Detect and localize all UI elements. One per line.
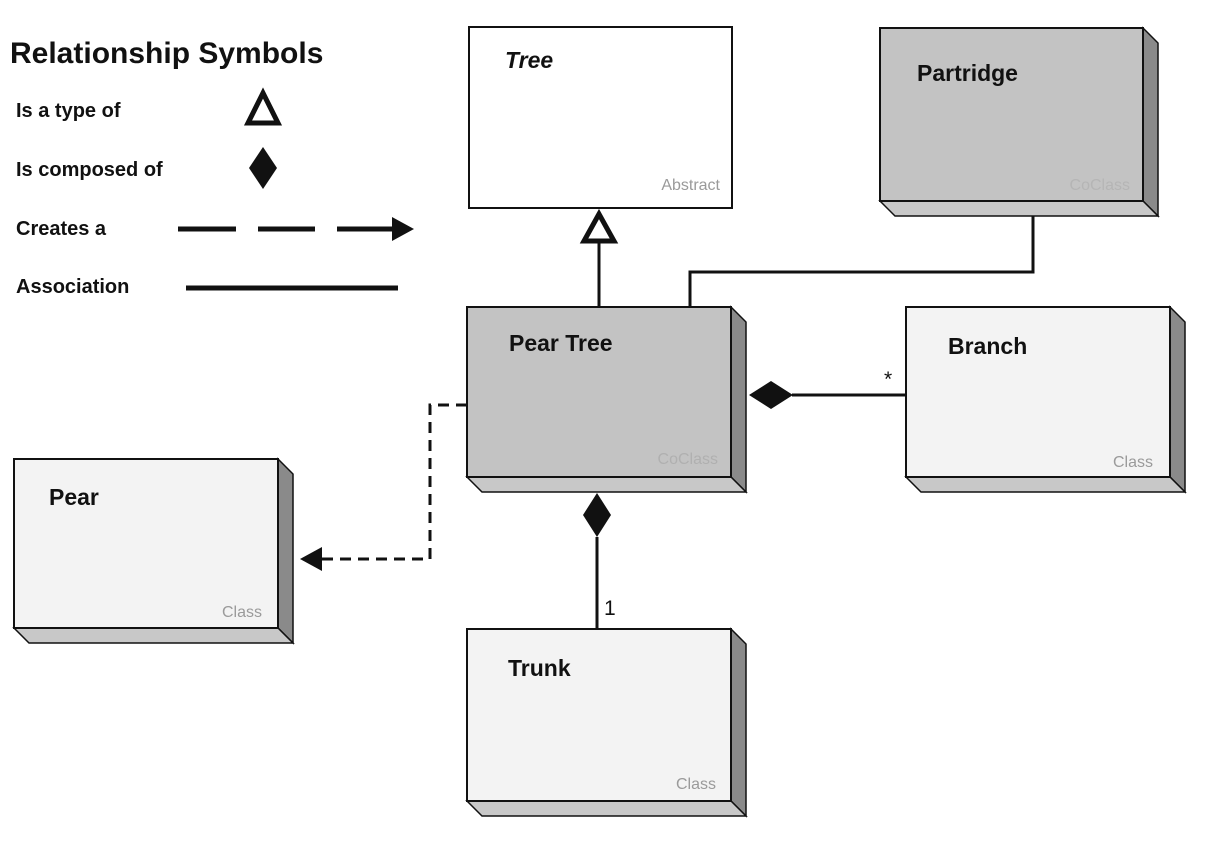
association-line: [688, 216, 1035, 307]
class-kind: CoClass: [658, 451, 718, 468]
hollow-triangle-icon: [243, 87, 283, 126]
legend: Relationship Symbols Is a type of Is com…: [10, 37, 414, 298]
class-kind: Abstract: [661, 177, 720, 194]
hollow-triangle-icon: [579, 208, 619, 244]
class-name: Branch: [948, 333, 1027, 359]
class-name: Partridge: [917, 60, 1018, 86]
legend-label-creates: Creates a: [16, 218, 107, 240]
class-kind: Class: [1113, 454, 1153, 471]
multiplicity-trunk: 1: [604, 597, 616, 620]
filled-diamond-icon: [249, 147, 277, 189]
class-box-pear[interactable]: Pear Class: [12, 457, 295, 645]
class-box-pear-tree[interactable]: Pear Tree CoClass: [465, 305, 748, 494]
class-kind: Class: [676, 776, 716, 793]
legend-title: Relationship Symbols: [10, 37, 323, 70]
class-box-tree[interactable]: Tree Abstract: [468, 26, 733, 209]
class-kind: CoClass: [1070, 177, 1130, 194]
class-name: Pear Tree: [509, 330, 613, 356]
class-box-trunk[interactable]: Trunk Class: [465, 627, 748, 818]
multiplicity-branch: *: [884, 368, 892, 391]
class-name: Trunk: [508, 655, 571, 681]
connectors: * 1: [300, 208, 1035, 630]
class-name: Tree: [505, 47, 553, 73]
creates-line: [321, 403, 467, 561]
class-box-branch[interactable]: Branch Class: [904, 305, 1187, 494]
class-box-partridge[interactable]: Partridge CoClass: [878, 26, 1160, 218]
legend-label-association: Association: [16, 276, 129, 298]
arrowhead-icon: [300, 547, 322, 571]
class-name: Pear: [49, 484, 99, 510]
legend-label-composed-of: Is composed of: [16, 159, 163, 181]
filled-diamond-icon: [749, 381, 793, 409]
class-kind: Class: [222, 604, 262, 621]
legend-label-type-of: Is a type of: [16, 100, 121, 122]
dashed-arrow-icon: [178, 217, 414, 241]
filled-diamond-icon: [583, 493, 611, 537]
